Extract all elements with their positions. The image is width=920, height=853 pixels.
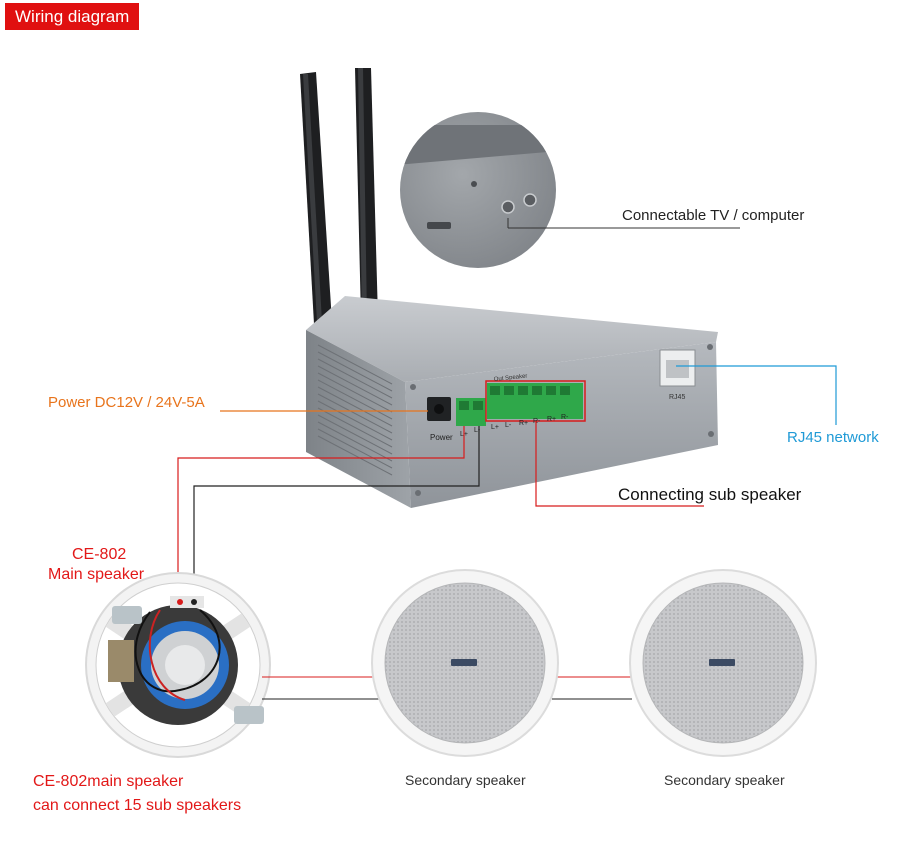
controller-box-icon (306, 296, 718, 508)
power-port-label: Power (430, 433, 453, 442)
terminal-1-label: L+ (491, 424, 499, 431)
red-wire (177, 426, 465, 602)
terminal-3-label: R+ (519, 420, 528, 427)
secondary-speaker-2-icon (629, 569, 817, 757)
terminal-4-label: R- (533, 418, 541, 425)
black-wire (193, 426, 480, 602)
main-speaker-note-line2: can connect 15 sub speakers (33, 797, 242, 814)
rj45-callout-line (676, 365, 837, 425)
sub-speaker-label: Connecting sub speaker (618, 485, 802, 504)
antenna-left-icon (300, 72, 332, 324)
main-speaker-icon (85, 572, 271, 758)
sub-speaker-callout-line (535, 421, 704, 507)
diagram-title: Wiring diagram (5, 3, 140, 30)
main-speaker-name: Main speaker (48, 566, 145, 583)
secondary-speaker-1-label: Secondary speaker (405, 772, 526, 788)
zoom-detail-icon (400, 112, 556, 268)
antenna-right-icon (355, 68, 378, 318)
terminal-2-label: L- (505, 422, 512, 429)
tv-computer-label: Connectable TV / computer (622, 207, 805, 224)
power-label: Power DC12V / 24V-5A (48, 394, 205, 411)
rj45-network-label: RJ45 network (787, 429, 879, 446)
main-speaker-note-line1: CE-802main speaker (33, 773, 184, 790)
out-speaker-label: Out Speaker (494, 374, 528, 383)
main-speaker-model: CE-802 (72, 546, 127, 563)
terminal-6-label: R- (561, 414, 569, 421)
secondary-speaker-2-label: Secondary speaker (664, 772, 785, 788)
secondary-speaker-1-icon (371, 569, 559, 757)
terminal-l2-label: L- (474, 427, 481, 434)
rj45-port-label: RJ45 (669, 394, 685, 401)
terminal-5-label: R+ (547, 416, 556, 423)
